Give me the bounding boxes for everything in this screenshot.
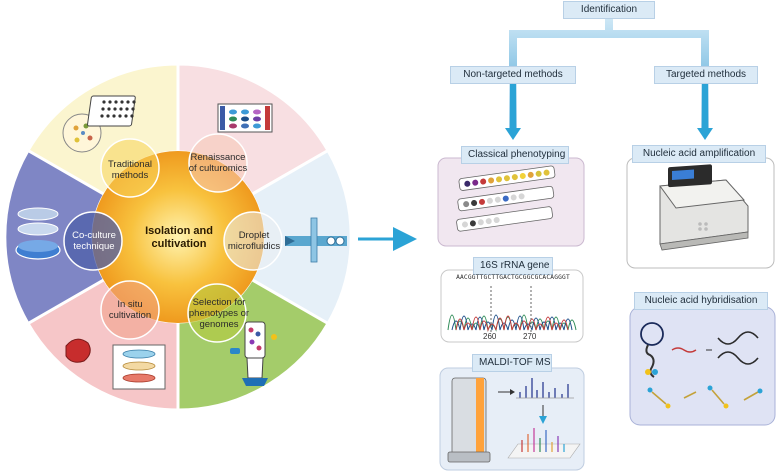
api-strip-icon <box>456 165 556 232</box>
method-label-droplet: Droplet microfluidics <box>227 230 281 252</box>
amplification-label: Nucleic acid amplification <box>632 145 766 163</box>
center-label: Isolation and cultivation <box>145 225 213 250</box>
node-droplet <box>223 211 283 271</box>
method-label-insitu: In situ cultivation <box>108 299 152 321</box>
spectrum-3d-icon <box>507 428 581 459</box>
hybridisation-label: Nucleic acid hybridisation <box>634 292 768 310</box>
tree-arrowheads <box>505 82 713 140</box>
node-selection <box>187 283 247 343</box>
sequence-tick-270: 270 <box>523 332 537 341</box>
sequence-text: AACGGTTGCTTGACTGCGGCGCACAGGGT <box>456 274 570 281</box>
targeted-label: Targeted methods <box>654 66 758 84</box>
isolation-wheel <box>3 62 353 412</box>
in-situ-device-icon <box>65 338 166 390</box>
chromatogram-icon <box>447 286 577 332</box>
node-culturomics <box>188 133 248 193</box>
maldi-tof-label: MALDI-TOF MS <box>472 354 552 372</box>
pcr-thermocycler-icon <box>659 164 749 251</box>
co-culture-dishes-icon <box>15 207 61 260</box>
cell-sorter-icon <box>230 321 277 386</box>
node-insitu <box>100 280 160 340</box>
probe-icons <box>647 385 763 409</box>
node-traditional <box>100 138 160 198</box>
sequence-tick-260: 260 <box>483 332 497 341</box>
multiwell-plate-icon <box>87 95 136 127</box>
method-label-culturomics: Renaissance of culturomics <box>188 152 248 174</box>
classical-phenotyping-label: Classical phenotyping <box>461 146 569 164</box>
16s-rrna-label: 16S rRNA gene <box>473 257 553 275</box>
method-label-selection: Selection for phenotypes or genomes <box>188 297 250 330</box>
node-coculture <box>63 211 123 271</box>
culture-plate-icon <box>217 103 273 133</box>
identification-title: Identification <box>563 1 655 19</box>
molecular-beacon-icon <box>640 322 759 378</box>
method-label-coculture: Co-culture technique <box>72 230 116 252</box>
mass-spectrometer-icon <box>447 377 515 463</box>
mass-spectrum-icon <box>516 378 574 399</box>
method-label-traditional: Traditional methods <box>107 159 152 181</box>
non-targeted-label: Non-targeted methods <box>450 66 576 84</box>
microfluidic-chip-icon <box>285 217 347 263</box>
